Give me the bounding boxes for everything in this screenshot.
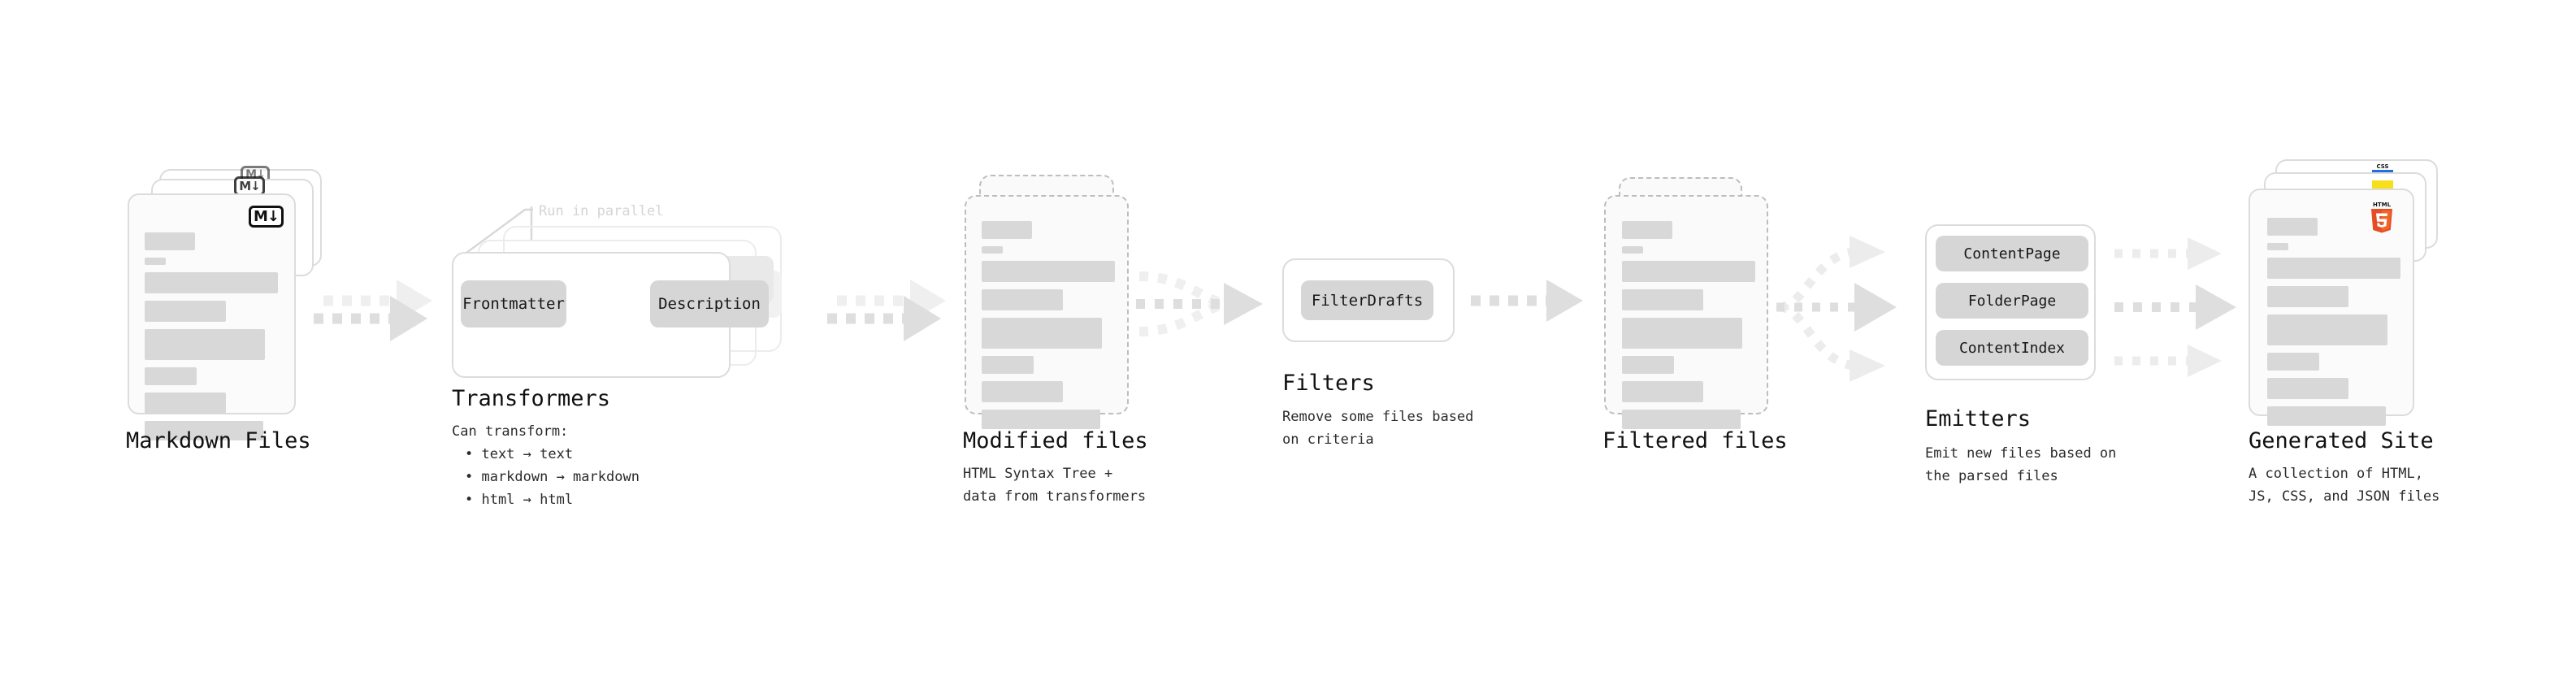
skeleton-bar	[145, 367, 197, 385]
transformers-bullet-3: • html → html	[465, 492, 574, 508]
skeleton-bar	[2267, 286, 2348, 307]
skeleton-bar	[982, 356, 1034, 374]
skeleton-bar	[2267, 353, 2319, 371]
arrow-modified-to-filters	[1136, 271, 1263, 336]
markdown-icon-mid: M↓	[234, 176, 265, 196]
skeleton-bar	[982, 246, 1003, 254]
skeleton-bar	[145, 393, 226, 414]
skeleton-bar	[2267, 218, 2318, 236]
markdown-icon: M↓	[249, 206, 284, 228]
skeleton-bar	[982, 410, 1100, 429]
filtered-files-title: Filtered files	[1602, 428, 1788, 453]
generated-site-title: Generated Site	[2249, 428, 2434, 453]
filters-subtitle: Remove some files based on criteria	[1282, 409, 1474, 448]
skeleton-bar	[1622, 381, 1703, 402]
emitter-chip-contentindex[interactable]: ContentIndex	[1936, 330, 2088, 366]
arrow-filtered-to-emitters	[1776, 236, 1897, 382]
arrow-emitters-to-site	[2114, 237, 2236, 377]
skeleton-bar	[1622, 356, 1674, 374]
filters-title: Filters	[1282, 371, 1375, 396]
transformers-bullet-2: • markdown → markdown	[465, 469, 640, 485]
filtered-skeleton	[1622, 221, 1760, 436]
skeleton-bar	[145, 258, 166, 265]
css-icon: CSS	[2372, 163, 2393, 174]
filter-chip-filterdrafts[interactable]: FilterDrafts	[1301, 280, 1433, 320]
skeleton-bar	[1622, 410, 1741, 429]
transformers-bullet-1: • text → text	[465, 446, 574, 462]
skeleton-bar	[1622, 261, 1755, 282]
markdown-files-title: Markdown Files	[126, 428, 311, 453]
skeleton-bar	[982, 261, 1115, 282]
emitter-chip-contentpage[interactable]: ContentPage	[1936, 236, 2088, 271]
skeleton-bar	[2267, 258, 2400, 279]
skeleton-bar	[1622, 221, 1672, 239]
skeleton-bar	[2267, 314, 2387, 345]
html5-icon: HTML	[2371, 202, 2392, 233]
skeleton-bar	[982, 289, 1063, 310]
emitters-title: Emitters	[1925, 406, 2032, 432]
modified-skeleton	[982, 221, 1120, 436]
transformer-chip-description[interactable]: Description	[650, 280, 769, 327]
emitter-chip-folderpage[interactable]: FolderPage	[1936, 283, 2088, 319]
skeleton-bar	[1622, 246, 1643, 254]
arrow-filters-to-filtered	[1471, 280, 1583, 322]
skeleton-bar	[145, 272, 278, 293]
skeleton-bar	[1622, 289, 1703, 310]
emitters-subtitle: Emit new files based on the parsed files	[1925, 445, 2117, 484]
css-icon-label: CSS	[2376, 163, 2389, 170]
run-in-parallel-label: Run in parallel	[539, 203, 664, 219]
site-skeleton	[2267, 218, 2405, 433]
modified-files-subtitle: HTML Syntax Tree + data from transformer…	[963, 466, 1147, 505]
modified-files-title: Modified files	[963, 428, 1148, 453]
arrow-transformers-to-modified	[827, 280, 946, 341]
arrow-markdown-to-transformers	[314, 280, 432, 341]
transformers-subtitle: Can transform:	[452, 423, 569, 440]
skeleton-bar	[145, 421, 263, 440]
svg-text:HTML: HTML	[2373, 202, 2392, 208]
skeleton-bar	[2267, 378, 2348, 399]
skeleton-bar	[2267, 406, 2386, 426]
skeleton-bar	[1622, 318, 1742, 349]
skeleton-bar	[2267, 243, 2288, 250]
skeleton-bar	[982, 221, 1032, 239]
skeleton-bar	[145, 329, 265, 360]
generated-site-subtitle: A collection of HTML, JS, CSS, and JSON …	[2249, 466, 2440, 505]
skeleton-bar	[145, 232, 195, 250]
markdown-skeleton	[145, 232, 283, 448]
skeleton-bar	[982, 318, 1102, 349]
transformers-title: Transformers	[452, 386, 611, 411]
skeleton-bar	[145, 301, 226, 322]
skeleton-bar	[982, 381, 1063, 402]
transformer-chip-frontmatter[interactable]: Frontmatter	[461, 280, 566, 327]
